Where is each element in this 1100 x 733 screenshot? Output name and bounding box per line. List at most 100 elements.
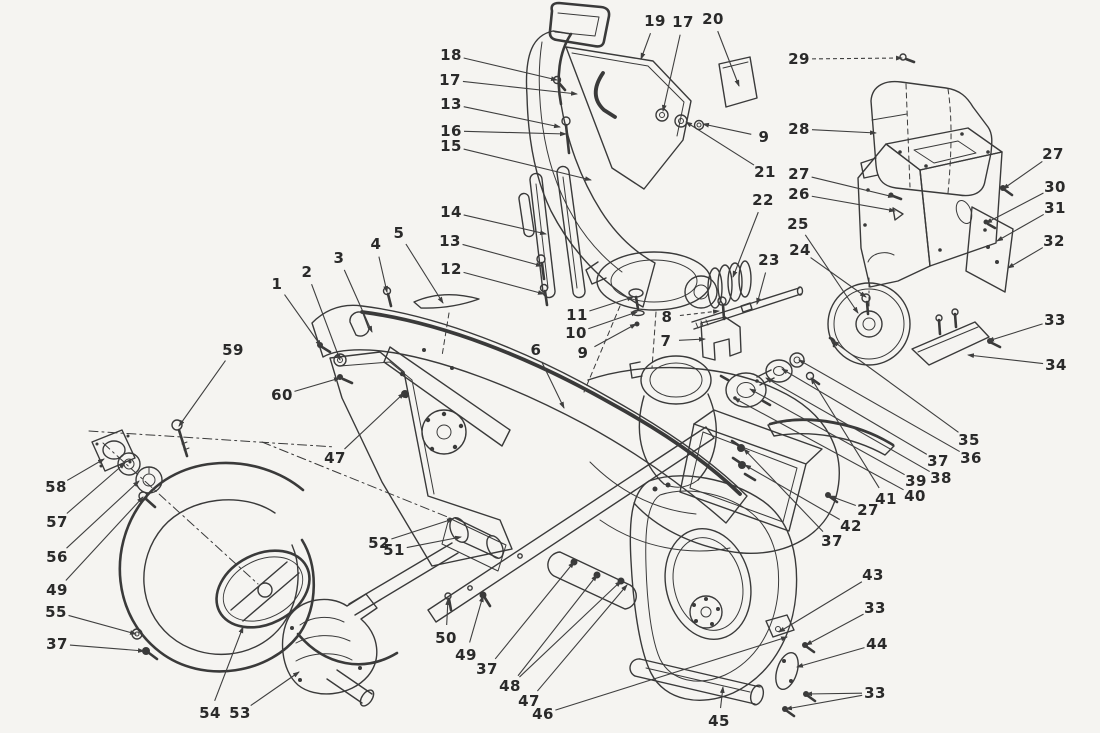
callout-60: 60 (271, 386, 293, 404)
leader-line-51 (406, 535, 462, 549)
leader-line-33 (805, 613, 864, 646)
callout-9: 9 (759, 128, 770, 146)
callout-49: 49 (455, 646, 477, 664)
leader-line-56 (66, 480, 140, 549)
callout-21: 21 (754, 163, 776, 181)
callout-53: 53 (229, 704, 251, 722)
callout-26: 26 (788, 185, 810, 203)
callout-12: 12 (440, 260, 462, 278)
leader-line-33 (785, 694, 863, 711)
leader-line-33 (987, 323, 1043, 342)
leader-line-42 (744, 464, 841, 520)
leader-line-50 (445, 598, 451, 626)
callout-32: 32 (1043, 232, 1065, 250)
leader-line-35 (832, 340, 959, 433)
callout-20: 20 (702, 10, 724, 28)
leader-line-5 (405, 243, 444, 304)
leader-line-12 (463, 271, 545, 295)
callout-41: 41 (875, 490, 897, 508)
leader-line-16 (463, 130, 567, 137)
callout-33: 33 (864, 684, 886, 702)
callout-28: 28 (788, 120, 810, 138)
leader-line-60 (294, 377, 341, 392)
callout-1: 1 (272, 275, 283, 293)
chute-deflector (548, 1, 611, 48)
mounting-bracket (679, 409, 839, 532)
leader-line-43 (778, 581, 863, 633)
leader-line-34 (967, 353, 1044, 365)
decal (718, 56, 758, 108)
callout-2: 2 (302, 263, 313, 281)
leader-line-57 (66, 462, 126, 514)
callout-46: 46 (532, 705, 554, 723)
right-side-plate (629, 475, 817, 718)
leader-line-47 (536, 584, 628, 692)
leader-line-4 (378, 256, 388, 293)
leader-line-53 (250, 671, 300, 707)
leader-line-13 (462, 243, 543, 267)
leader-line-37 (781, 368, 928, 455)
callout-33: 33 (1044, 311, 1066, 329)
chute-body (525, 30, 656, 308)
callout-47: 47 (324, 449, 346, 467)
callout-33: 33 (864, 599, 886, 617)
gearbox (281, 542, 459, 707)
callout-50: 50 (435, 629, 457, 647)
upper-drive-shaft (691, 286, 804, 330)
leader-line-14 (463, 214, 547, 235)
callout-36: 36 (960, 449, 982, 467)
callout-38: 38 (930, 469, 952, 487)
leader-line-58 (66, 458, 105, 481)
leader-line-41 (810, 377, 880, 489)
leader-line-31 (996, 213, 1044, 242)
leader-line-9 (594, 323, 637, 348)
leader-line-30 (985, 192, 1044, 224)
leader-line-9 (702, 122, 752, 135)
callout-39: 39 (905, 472, 927, 490)
chute-pivot-hardware (552, 75, 705, 131)
leader-line-45 (719, 686, 725, 709)
leader-line-33 (805, 691, 863, 697)
leader-line-24 (810, 257, 867, 298)
worm-gear (684, 260, 752, 309)
auger-housing (311, 286, 895, 567)
leader-line-21 (685, 121, 755, 166)
callout-6: 6 (531, 341, 542, 359)
leader-line-11 (589, 296, 634, 312)
callout-31: 31 (1044, 199, 1066, 217)
drive-pulley (827, 277, 911, 366)
leader-line-27 (1002, 161, 1043, 190)
callout-37: 37 (46, 635, 68, 653)
leader-line-1 (284, 294, 322, 347)
leader-line-18 (463, 57, 558, 81)
leader-line-6 (541, 361, 565, 409)
chute-crank (593, 71, 617, 119)
callout-44: 44 (866, 635, 888, 653)
leader-line-49 (65, 496, 144, 581)
leader-line-7 (678, 336, 706, 342)
leader-line-3 (343, 269, 373, 333)
callout-43: 43 (862, 566, 884, 584)
leader-line-39 (749, 388, 905, 476)
callout-37: 37 (927, 452, 949, 470)
callout-9: 9 (578, 344, 589, 362)
leader-line-49 (469, 595, 484, 643)
leader-line-52 (391, 518, 454, 540)
callout-14: 14 (440, 203, 462, 221)
callout-27: 27 (857, 501, 879, 519)
artwork (88, 1, 1014, 718)
leader-line-40 (733, 397, 904, 491)
callout-24: 24 (789, 241, 811, 259)
callout-29: 29 (788, 50, 810, 68)
callout-13: 13 (440, 95, 462, 113)
auger-spiral (118, 461, 399, 673)
frame-bracket (857, 127, 1003, 288)
callout-52: 52 (368, 534, 390, 552)
leader-line-38 (765, 377, 930, 473)
leader-line-44 (796, 647, 865, 668)
auger-end-bushing (441, 517, 507, 572)
leader-line-36 (798, 359, 960, 453)
leader-line-19 (640, 33, 652, 60)
callout-47: 47 (518, 692, 540, 710)
